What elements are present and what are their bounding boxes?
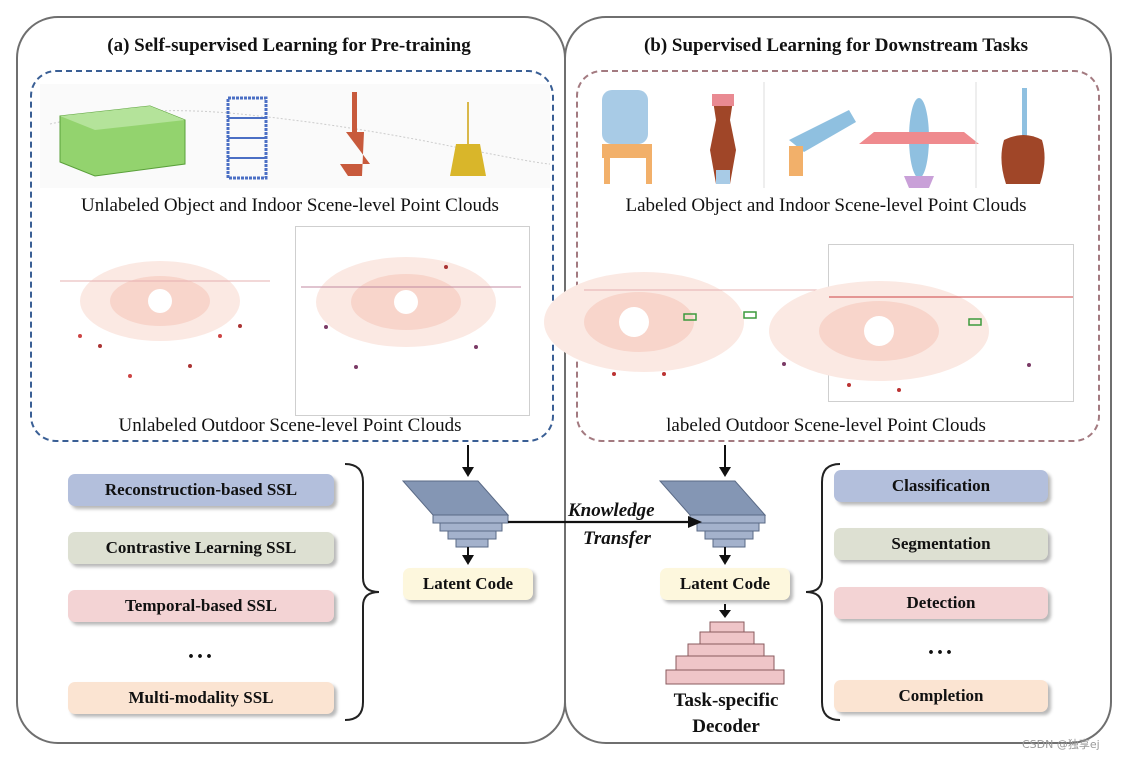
latent-code-a: Latent Code bbox=[403, 568, 533, 600]
task-detection: Detection bbox=[834, 587, 1048, 619]
encoder-a bbox=[401, 445, 510, 565]
latent-code-b: Latent Code bbox=[660, 568, 790, 600]
panel-b-title: (b) Supervised Learning for Downstream T… bbox=[643, 35, 1029, 56]
transfer-label: Transfer bbox=[583, 528, 651, 549]
unlabeled-object-pointcloud-image bbox=[40, 84, 551, 188]
panel-b-object-caption: Labeled Object and Indoor Scene-level Po… bbox=[625, 195, 1027, 216]
labeled-object-pointcloud-image bbox=[584, 80, 1060, 190]
task-ellipsis: ... bbox=[928, 634, 955, 660]
unlabeled-outdoor-scan-1 bbox=[40, 226, 290, 414]
panel-b-outdoor-caption: labeled Outdoor Scene-level Point Clouds bbox=[666, 415, 986, 436]
watermark: CSDN @独享ej bbox=[1022, 738, 1100, 751]
method-temporal-ssl: Temporal-based SSL bbox=[68, 590, 334, 622]
unlabeled-outdoor-scan-2 bbox=[295, 226, 530, 416]
panel-a-object-caption: Unlabeled Object and Indoor Scene-level … bbox=[81, 195, 499, 216]
panel-a-brace bbox=[344, 463, 380, 721]
task-segmentation: Segmentation bbox=[834, 528, 1048, 560]
method-ellipsis: ... bbox=[188, 638, 215, 664]
method-contrastive-ssl: Contrastive Learning SSL bbox=[68, 532, 334, 564]
panel-a-title: (a) Self-supervised Learning for Pre-tra… bbox=[107, 35, 471, 56]
encoder-b bbox=[658, 445, 767, 565]
knowledge-label: Knowledge bbox=[568, 500, 655, 521]
knowledge-transfer-arrow bbox=[508, 516, 702, 528]
task-classification: Classification bbox=[834, 470, 1048, 502]
task-decoder bbox=[665, 604, 785, 685]
panel-b-brace bbox=[805, 463, 841, 721]
decoder-label-line2: Decoder bbox=[692, 716, 760, 737]
method-reconstruction-ssl: Reconstruction-based SSL bbox=[68, 474, 334, 506]
panel-a-dashed-box bbox=[30, 70, 554, 442]
panel-a-outdoor-caption: Unlabeled Outdoor Scene-level Point Clou… bbox=[118, 415, 462, 436]
labeled-outdoor-scan-2 bbox=[769, 244, 1074, 402]
decoder-label-line1: Task-specific bbox=[673, 690, 779, 711]
method-multi-modality-ssl: Multi-modality SSL bbox=[68, 682, 334, 714]
task-completion: Completion bbox=[834, 680, 1048, 712]
panel-b-dashed-box bbox=[576, 70, 1100, 442]
